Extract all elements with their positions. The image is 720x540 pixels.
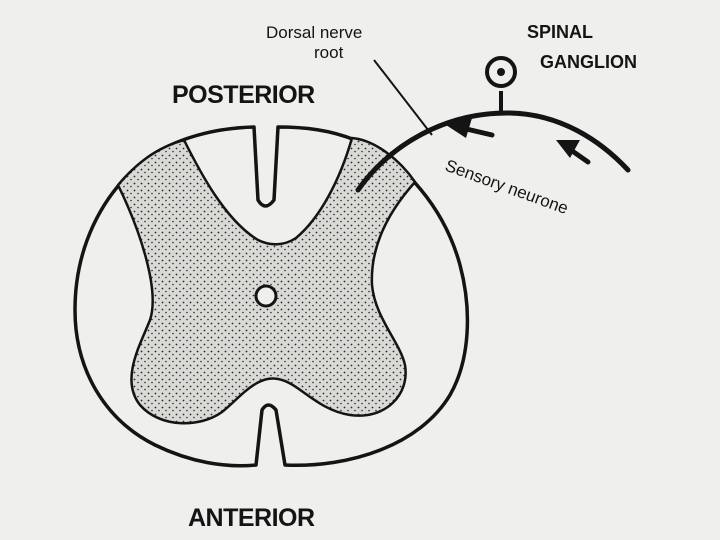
central-canal [254,284,278,308]
anterior-label: ANTERIOR [188,504,315,532]
dorsal-root-label-line1: Dorsal nerve [266,23,362,42]
spinal-ganglion-icon [485,56,517,88]
dorsal-root-leader-line [373,59,433,136]
ganglion-label-line2: GANGLION [540,52,637,72]
posterior-label: POSTERIOR [172,81,315,109]
sensory-neurone-label: Sensory neurone [443,156,571,218]
arrow-left-icon [446,118,495,138]
sensory-neurone-fibre [355,110,631,193]
ganglion-label-line1: SPINAL [527,22,593,42]
grey-matter [116,136,417,425]
dorsal-root-label-line2: root [314,43,344,62]
arrow-left-icon-2 [556,140,591,165]
